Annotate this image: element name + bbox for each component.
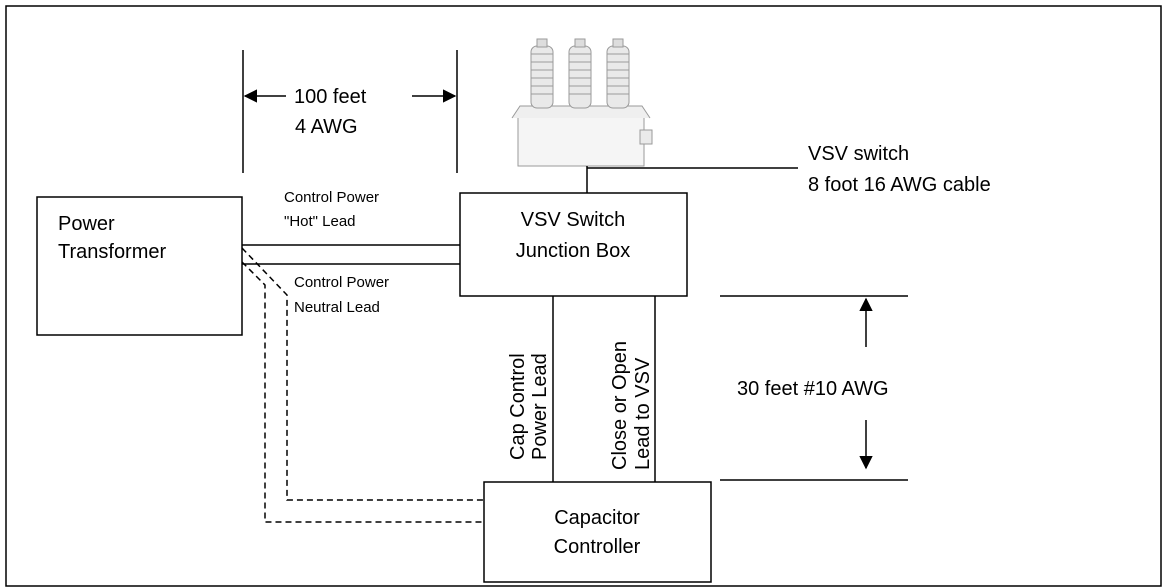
vsv-cable-label-1: VSV switch [808,143,909,165]
capacitor-controller-box [483,481,712,583]
junction-box-label-2: Junction Box [516,240,631,262]
hot-lead-label-2: "Hot" Lead [284,213,356,230]
power-transformer-box [36,196,243,336]
dashed-lead-outer [241,261,484,523]
outer-frame [5,5,1162,587]
transformer-label-1: Power [58,213,115,235]
close-open-lead-label-1: Close or Open [609,341,631,470]
vsv-switch-image [511,38,653,167]
dim-top-label-1: 100 feet [294,86,367,108]
dim-right-label: 30 feet #10 AWG [737,378,889,400]
close-open-lead-label-2: Lead to VSV [632,357,654,470]
vsv-cable-label-2: 8 foot 16 AWG cable [808,174,991,196]
cap-power-lead-label-1: Cap Control [507,353,529,460]
controller-label-2: Controller [554,536,641,558]
neutral-lead-label-2: Neutral Lead [294,299,380,316]
dim-top-label-2: 4 AWG [295,116,358,138]
neutral-lead-label-1: Control Power [294,274,389,291]
controller-label-1: Capacitor [554,507,640,529]
junction-box-label-1: VSV Switch [521,209,625,231]
transformer-label-2: Transformer [58,241,167,263]
dashed-lead-inner [241,247,484,501]
hot-lead-label-1: Control Power [284,189,379,206]
cap-power-lead-label-2: Power Lead [529,353,551,460]
